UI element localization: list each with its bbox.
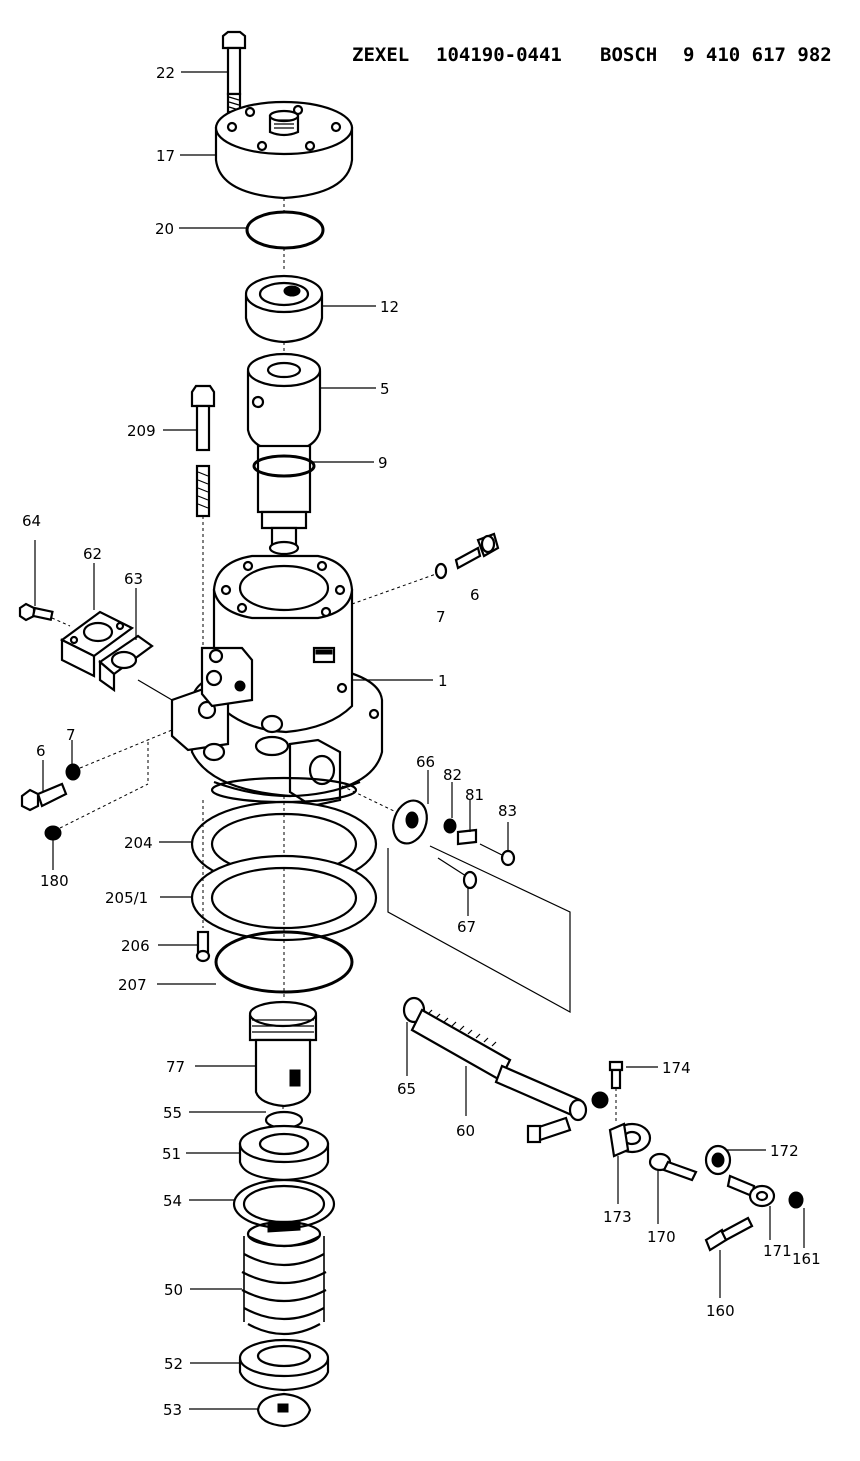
- label-5: 5: [380, 380, 390, 398]
- part-labels: 22 17 20 12 5 209 9 64 62 63 6 7 1 7 6 6…: [22, 64, 821, 1419]
- label-7-upper: 7: [436, 608, 446, 626]
- part-6-screw-upper: [454, 532, 500, 570]
- label-204: 204: [124, 834, 153, 852]
- part-62-gasket-plate: [59, 610, 135, 678]
- label-81: 81: [465, 786, 484, 804]
- label-64: 64: [22, 512, 41, 530]
- part-7-washer-upper: [351, 562, 448, 605]
- part-173-lever: [608, 1122, 652, 1158]
- label-65: 65: [397, 1080, 416, 1098]
- part-81-part: [456, 828, 478, 846]
- part-5-barrel: [246, 352, 322, 454]
- part-161-nut: [788, 1191, 804, 1209]
- label-172: 172: [770, 1142, 799, 1160]
- label-160: 160: [706, 1302, 735, 1320]
- label-207: 207: [118, 976, 147, 994]
- label-161: 161: [792, 1250, 821, 1268]
- label-205-1: 205/1: [105, 889, 148, 907]
- label-209: 209: [127, 422, 156, 440]
- part-51-spring-seat: [238, 1124, 330, 1182]
- label-6-left: 6: [36, 742, 46, 760]
- part-63-gasket: [98, 634, 173, 701]
- part-7-washer-left: [65, 729, 173, 781]
- label-174: 174: [662, 1059, 691, 1077]
- label-60: 60: [456, 1122, 475, 1140]
- label-83: 83: [498, 802, 517, 820]
- part-53-clip: [256, 1392, 312, 1428]
- part-205-1-shim: [190, 854, 378, 942]
- label-82: 82: [443, 766, 462, 784]
- label-62: 62: [83, 545, 102, 563]
- label-67: 67: [457, 918, 476, 936]
- label-170: 170: [647, 1228, 676, 1246]
- label-1: 1: [438, 672, 448, 690]
- header-maker-bosch: BOSCH: [600, 44, 658, 66]
- part-209-long-bolt: [190, 384, 216, 680]
- part-6-screw-left: [20, 782, 68, 812]
- part-9-barrel-ring: [252, 444, 316, 600]
- header-maker-zexel: ZEXEL: [352, 44, 410, 66]
- part-12-valve-holder: [244, 274, 324, 356]
- label-52: 52: [164, 1355, 183, 1373]
- leader-lines: [34, 71, 805, 1410]
- part-160-pin: [704, 1216, 754, 1252]
- label-20: 20: [155, 220, 174, 238]
- label-55: 55: [163, 1104, 182, 1122]
- part-83-screw: [479, 843, 516, 867]
- part-54-ring: [232, 1178, 336, 1230]
- part-1-housing: [170, 554, 384, 808]
- label-66: 66: [416, 753, 435, 771]
- part-172-nut: [704, 1144, 732, 1176]
- label-22: 22: [156, 64, 175, 82]
- part-180-plug: [44, 742, 149, 841]
- label-180: 180: [40, 872, 69, 890]
- label-51: 51: [162, 1145, 181, 1163]
- part-20-o-ring: [245, 198, 325, 272]
- part-207-o-ring: [214, 930, 354, 1000]
- label-9: 9: [378, 454, 388, 472]
- part-22-bolt: [221, 30, 247, 128]
- label-6-upper: 6: [470, 586, 480, 604]
- label-12: 12: [380, 298, 399, 316]
- part-67-screw: [387, 845, 571, 1014]
- header-part-number-bosch: 9 410 617 982: [683, 44, 832, 66]
- part-64-screw: [18, 602, 71, 627]
- part-170-eye-bolt: [648, 1152, 698, 1182]
- part-66-eccentric: [341, 785, 428, 845]
- label-17: 17: [156, 147, 175, 165]
- label-77: 77: [166, 1058, 185, 1076]
- part-52-lower-seat: [238, 1338, 330, 1392]
- label-54: 54: [163, 1192, 182, 1210]
- label-7-left: 7: [66, 726, 76, 744]
- part-206-screw: [195, 800, 211, 963]
- header-part-number-zexel: 104190-0441: [436, 44, 562, 66]
- label-173: 173: [603, 1208, 632, 1226]
- part-82-part: [443, 818, 457, 834]
- label-50: 50: [164, 1281, 183, 1299]
- part-50-spring: [241, 1220, 327, 1335]
- part-174-screw: [608, 1060, 624, 1124]
- label-171: 171: [763, 1242, 792, 1260]
- label-206: 206: [121, 937, 150, 955]
- part-77-plunger: [248, 1000, 318, 1116]
- part-171-eye-bolt: [726, 1174, 776, 1208]
- label-63: 63: [124, 570, 143, 588]
- part-17-cover: [214, 100, 354, 200]
- label-53: 53: [163, 1401, 182, 1419]
- part-60-control-rod: [410, 1008, 609, 1144]
